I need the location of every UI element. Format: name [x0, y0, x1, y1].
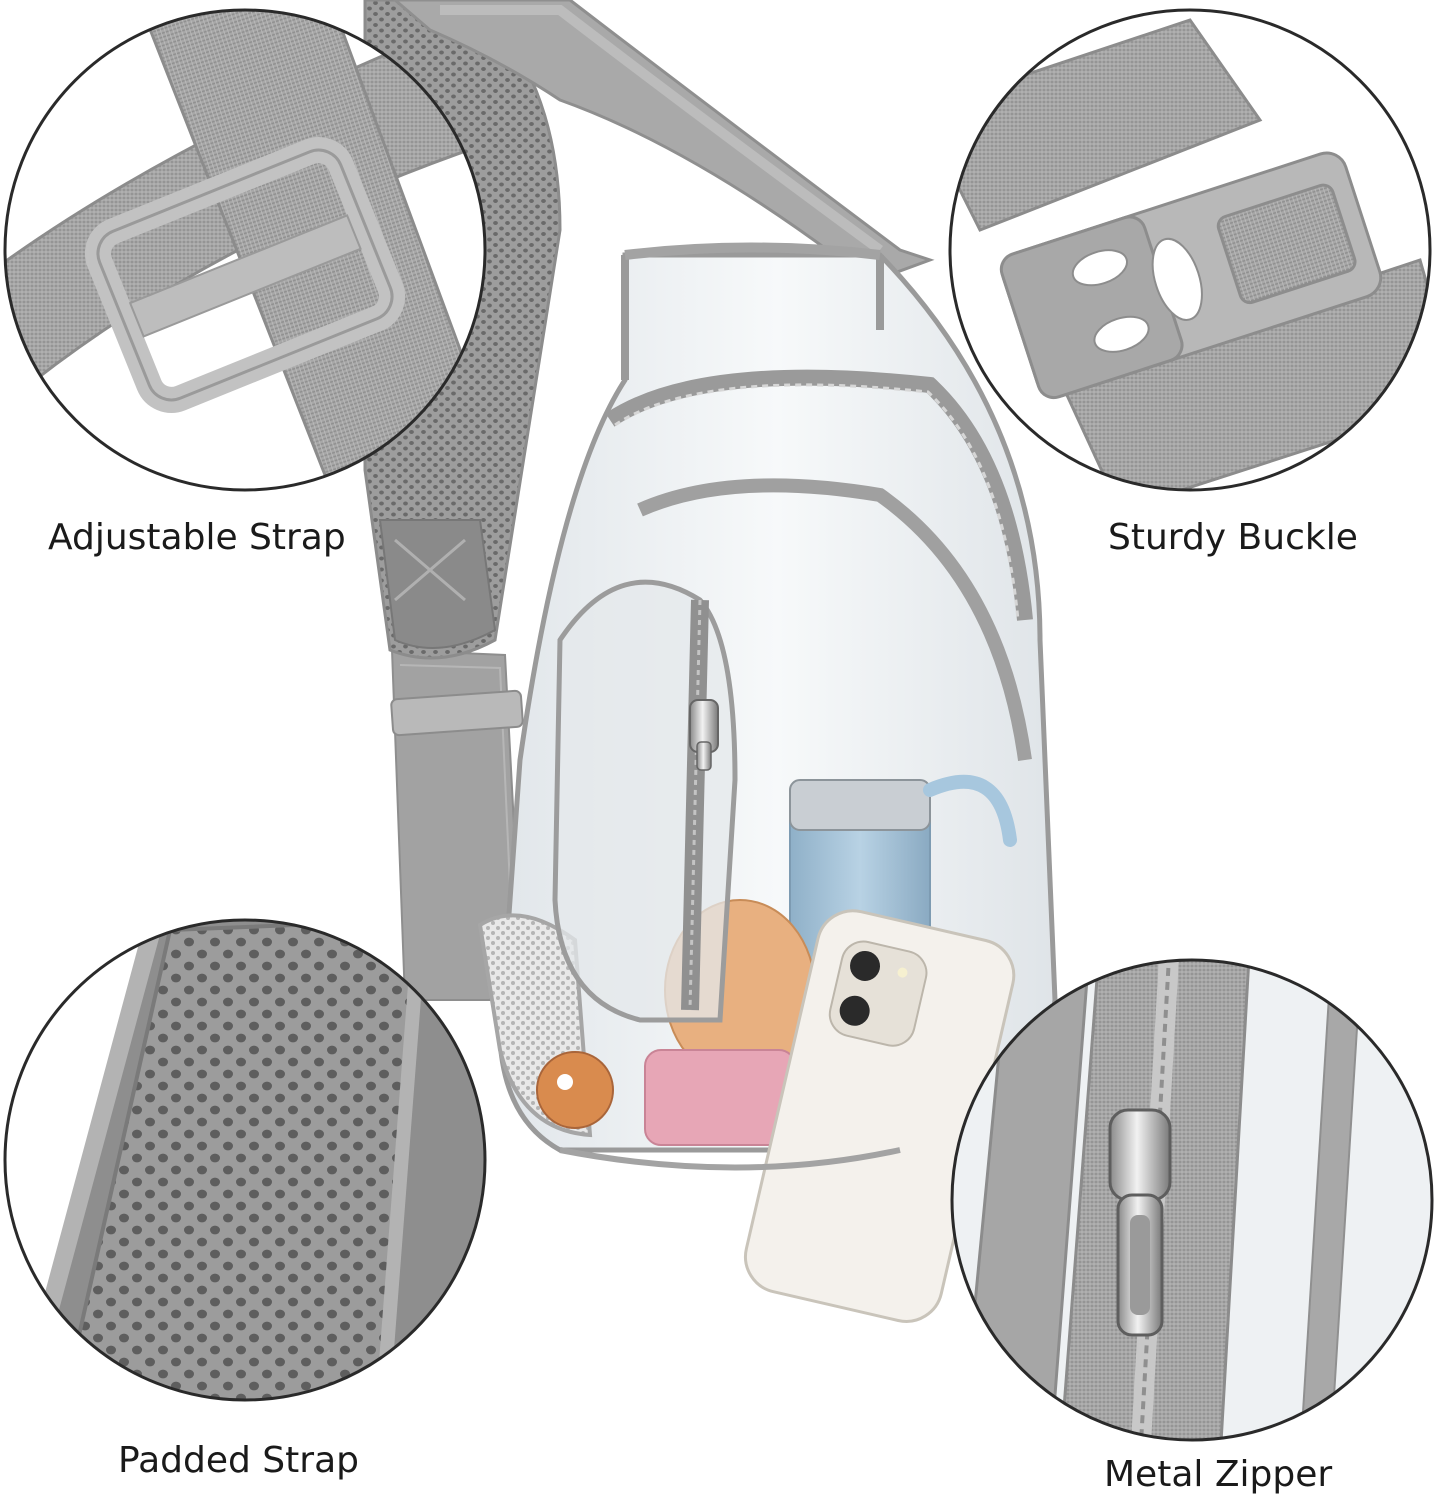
- label-sturdy-buckle: Sturdy Buckle: [1108, 517, 1358, 558]
- detail-circle-padded-strap: [3, 918, 487, 1402]
- detail-circle-adjustable-strap: [3, 8, 487, 492]
- label-padded-strap: Padded Strap: [118, 1440, 359, 1481]
- label-adjustable-strap: Adjustable Strap: [48, 517, 346, 558]
- metal-zipper-pull-icon: [1108, 1108, 1172, 1337]
- sling-bag: [363, 0, 1058, 1323]
- detail-circle-metal-zipper: [950, 958, 1434, 1442]
- strap-slider: [84, 137, 406, 413]
- detail-circle-sturdy-buckle: [948, 8, 1432, 492]
- phone: [743, 909, 1016, 1323]
- buckle-icon: [999, 151, 1383, 400]
- label-metal-zipper: Metal Zipper: [1104, 1454, 1333, 1495]
